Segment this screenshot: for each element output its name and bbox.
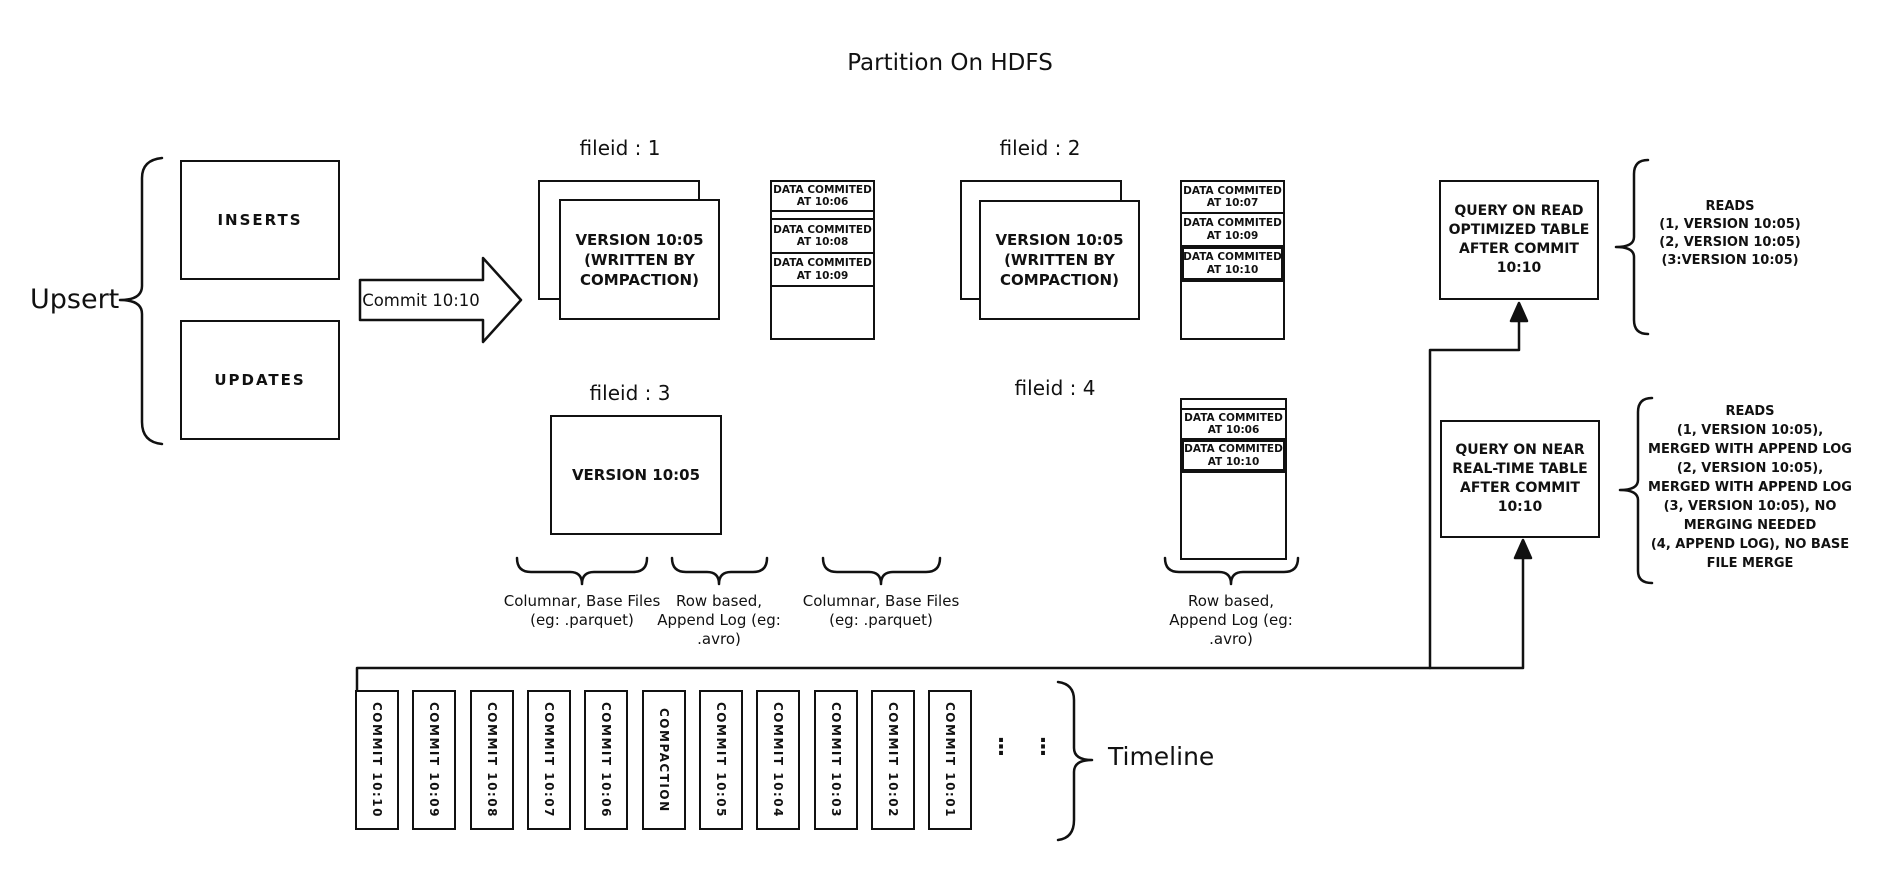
caption-columnar-2: Columnar, Base Files (eg: .parquet)	[802, 592, 960, 629]
commit-arrow-label: Commit 10:10	[362, 290, 480, 310]
timeline-commit-1008: COMMIT 10:08	[470, 690, 514, 830]
brace-reads-near-realtime	[1618, 396, 1654, 585]
log-empty-space	[1182, 473, 1285, 558]
timeline-commit-1006: COMMIT 10:06	[584, 690, 628, 830]
timeline-ellipsis-1: ⋮	[990, 735, 1012, 760]
log-entry: DATA COMMITED AT 10:07	[1182, 182, 1283, 214]
brace-reads-optimized	[1614, 158, 1650, 336]
fileid-2-base-file: VERSION 10:05 (WRITTEN BY COMPACTION)	[979, 200, 1140, 320]
timeline-commit-1007: COMMIT 10:07	[527, 690, 571, 830]
timeline-commit-1005: COMMIT 10:05	[699, 690, 743, 830]
fileid-3-base-file: VERSION 10:05	[550, 415, 722, 535]
timeline-commit-label: COMMIT 10:03	[829, 702, 843, 818]
timeline-commit-1009: COMMIT 10:09	[412, 690, 456, 830]
timeline-commit-label: COMMIT 10:02	[886, 702, 900, 818]
reads-near-realtime: READS (1, VERSION 10:05), MERGED WITH AP…	[1648, 404, 1852, 571]
timeline-commit-1010: COMMIT 10:10	[355, 690, 399, 830]
brace-columnar-2	[821, 556, 942, 586]
timeline-commit-1001: COMMIT 10:01	[928, 690, 972, 830]
timeline-compaction-label: COMPACTION	[657, 707, 671, 813]
log-empty-space	[1182, 282, 1283, 338]
timeline-commit-label: COMMIT 10:06	[599, 702, 613, 818]
commit-arrow-shape	[358, 256, 523, 344]
fileid-1-label: fileid : 1	[579, 136, 661, 160]
query-near-realtime-box: QUERY ON NEAR REAL-TIME TABLE AFTER COMM…	[1440, 420, 1600, 538]
timeline-compaction: COMPACTION	[642, 690, 686, 830]
timeline-commit-label: COMMIT 10:08	[485, 702, 499, 818]
log-empty-space	[772, 287, 873, 338]
fileid-1-base-file: VERSION 10:05 (WRITTEN BY COMPACTION)	[559, 199, 720, 320]
timeline-commit-label: COMMIT 10:10	[370, 702, 384, 818]
connector-timeline-to-near-realtime	[355, 550, 1525, 692]
timeline-brace	[1056, 680, 1094, 842]
reads-read-optimized: READS (1, VERSION 10:05) (2, VERSION 10:…	[1659, 199, 1801, 268]
brace-rowbased-1	[670, 556, 769, 586]
timeline-ellipsis-2: ⋮	[1032, 735, 1054, 760]
fileid-3-label: fileid : 3	[589, 381, 671, 405]
caption-columnar-1: Columnar, Base Files (eg: .parquet)	[503, 592, 661, 629]
arrowhead-near-realtime	[1513, 538, 1533, 560]
query-read-optimized-box: QUERY ON READ OPTIMIZED TABLE AFTER COMM…	[1439, 180, 1599, 300]
fileid-2-label: fileid : 2	[999, 136, 1081, 160]
brace-rowbased-2	[1163, 556, 1300, 586]
connector-timeline-to-read-optimized	[1428, 316, 1521, 670]
fileid-4-append-log: DATA COMMITED AT 10:06 DATA COMMITED AT …	[1180, 398, 1287, 560]
log-entry: DATA COMMITED AT 10:06	[772, 182, 873, 212]
arrowhead-read-optimized	[1509, 301, 1529, 323]
timeline-commit-label: COMMIT 10:07	[542, 702, 556, 818]
updates-box: UPDATES	[180, 320, 340, 440]
timeline-label: Timeline	[1108, 742, 1215, 771]
log-entry: DATA COMMITED AT 10:06	[1182, 410, 1285, 440]
diagram-title: Partition On HDFS	[847, 50, 1053, 76]
upsert-brace	[118, 156, 164, 446]
caption-rowbased-1: Row based, Append Log (eg: .avro)	[657, 592, 781, 648]
caption-rowbased-2: Row based, Append Log (eg: .avro)	[1169, 592, 1293, 648]
log-entry: DATA COMMITED AT 10:09	[772, 254, 873, 287]
fileid-2-append-log: DATA COMMITED AT 10:07 DATA COMMITED AT …	[1180, 180, 1285, 340]
brace-columnar-1	[515, 556, 649, 586]
fileid-4-label: fileid : 4	[1014, 376, 1096, 400]
log-spacer	[1182, 400, 1285, 410]
timeline-commit-1002: COMMIT 10:02	[871, 690, 915, 830]
log-entry-latest: DATA COMMITED AT 10:10	[1182, 247, 1283, 282]
fileid-1-append-log: DATA COMMITED AT 10:06 DATA COMMITED AT …	[770, 180, 875, 340]
timeline-commit-1004: COMMIT 10:04	[756, 690, 800, 830]
log-spacer	[772, 212, 873, 220]
upsert-label: Upsert	[30, 284, 120, 315]
inserts-box: INSERTS	[180, 160, 340, 280]
log-entry: DATA COMMITED AT 10:08	[772, 220, 873, 254]
log-entry: DATA COMMITED AT 10:09	[1182, 214, 1283, 247]
timeline-commit-label: COMMIT 10:05	[714, 702, 728, 818]
timeline-commit-label: COMMIT 10:04	[771, 702, 785, 818]
timeline-commit-label: COMMIT 10:01	[943, 702, 957, 818]
log-entry-latest: DATA COMMITED AT 10:10	[1182, 440, 1285, 473]
timeline-commit-1003: COMMIT 10:03	[814, 690, 858, 830]
timeline-commit-label: COMMIT 10:09	[427, 702, 441, 818]
